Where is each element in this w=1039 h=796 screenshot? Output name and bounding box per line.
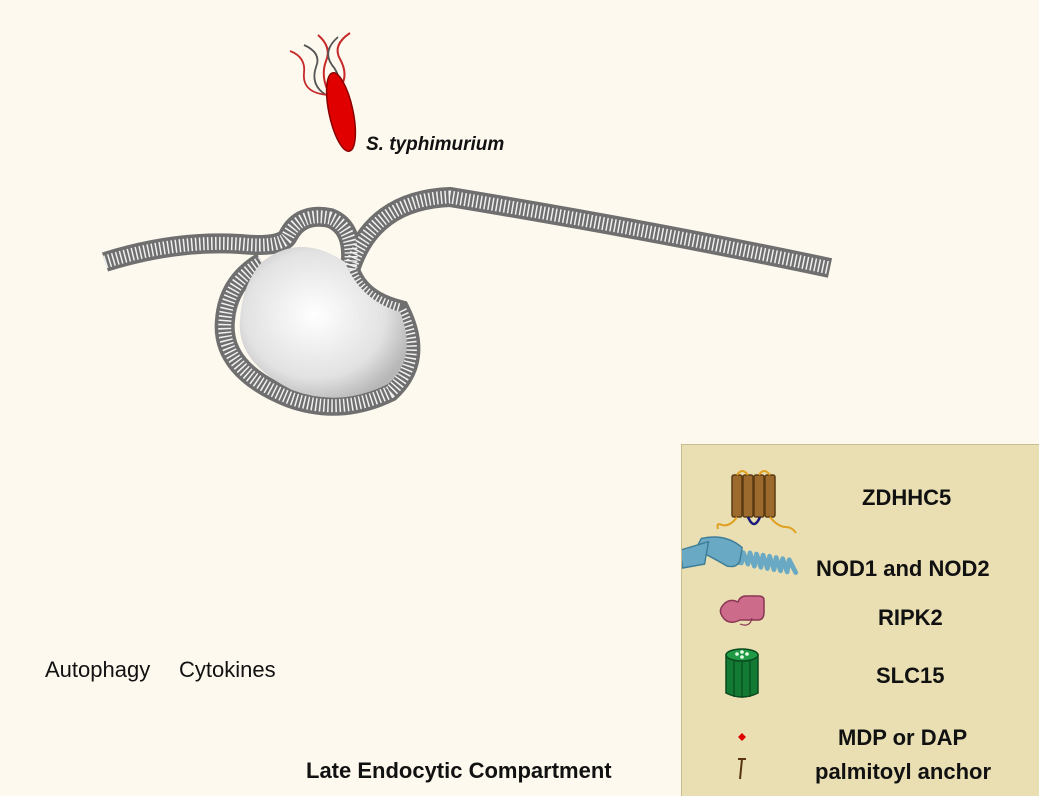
nod-legend-icon: [682, 531, 799, 588]
slc15-legend-icon: [725, 648, 759, 699]
legend-slc15: SLC15: [876, 663, 945, 688]
free-bacterium: [289, 32, 357, 152]
internalizing-vesicle: [214, 247, 421, 416]
ripk2-legend-icon: [719, 595, 765, 626]
compartment-label: Late Endocytic Compartment: [306, 758, 612, 783]
cytokines-label: Cytokines: [179, 657, 276, 682]
legend-zdhhc5: ZDHHC5: [862, 485, 952, 510]
legend-anchor: palmitoyl anchor: [815, 759, 992, 784]
bacterium-label: S. typhimurium: [366, 134, 505, 155]
autophagy-label: Autophagy: [45, 657, 151, 682]
legend-ripk2: RIPK2: [878, 605, 943, 630]
ligand-legend-icon: [738, 733, 746, 741]
legend-nod: NOD1 and NOD2: [816, 556, 990, 581]
legend-ligand: MDP or DAP: [838, 725, 968, 750]
legend: ZDHHC5 NOD1 and NOD2 RIPK2 SLC15 MDP or …: [681, 444, 1039, 796]
plasma-membrane: [102, 186, 833, 278]
palmitoyl-legend-icon: [738, 758, 746, 780]
legend-symbols: [682, 469, 1039, 780]
zdhhc5-legend-icon: [716, 469, 798, 535]
